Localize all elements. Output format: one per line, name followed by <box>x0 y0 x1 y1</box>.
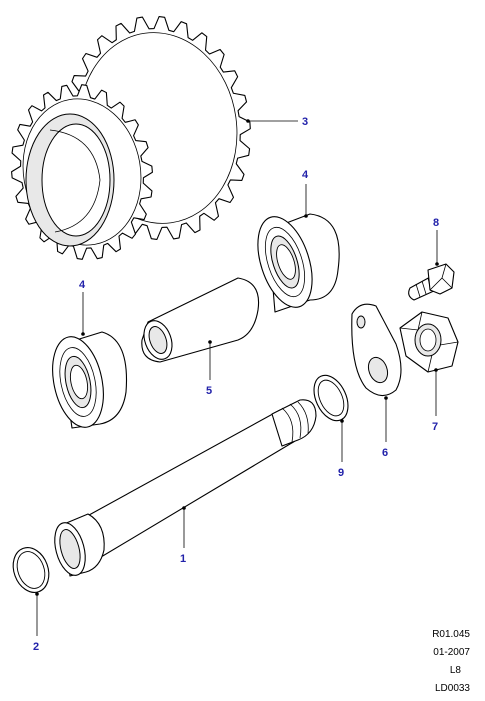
callouts: 3 4 4 5 1 2 9 6 7 8 <box>33 116 439 653</box>
callout-8: 8 <box>433 217 439 229</box>
callout-1: 1 <box>180 553 186 565</box>
o-ring-part-2 <box>12 547 50 593</box>
reference-block: R01.045 01-2007 L8 LD0033 <box>432 629 470 694</box>
shaft-part-1 <box>54 399 317 577</box>
callout-4-lower: 4 <box>79 279 86 291</box>
washer-part-9 <box>313 374 349 422</box>
bearing-part-4-lower <box>52 331 128 429</box>
callout-3: 3 <box>302 116 308 128</box>
ref-date: 01-2007 <box>433 647 470 658</box>
callout-5: 5 <box>206 385 212 397</box>
hex-nut-part-7 <box>399 311 459 373</box>
callout-9: 9 <box>338 467 344 479</box>
callout-7: 7 <box>432 421 438 433</box>
ref-code: R01.045 <box>432 629 470 640</box>
ref-drawing-id: LD0033 <box>435 683 470 694</box>
lock-plate-part-6 <box>351 303 402 397</box>
ref-model: L8 <box>450 665 462 676</box>
leader-lines <box>35 119 439 636</box>
bearing-part-4-upper <box>257 213 340 313</box>
callout-2: 2 <box>33 641 39 653</box>
spacer-tube-part-5 <box>141 277 260 363</box>
callout-4-upper: 4 <box>302 169 309 181</box>
bolt-part-8 <box>408 263 455 301</box>
gear-cluster-part-3 <box>11 16 251 260</box>
callout-6: 6 <box>382 447 388 459</box>
